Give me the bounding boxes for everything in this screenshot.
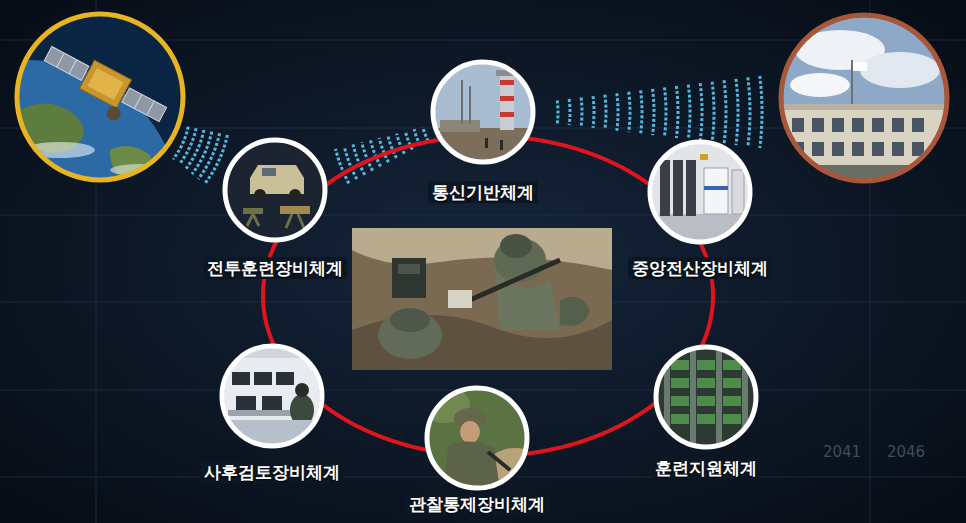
faint-year: 2046: [887, 443, 925, 461]
server-photo: [650, 142, 750, 242]
node-label: 전투훈련장비체계: [203, 257, 347, 279]
signal-wave: [676, 86, 678, 138]
signal-wave: [379, 138, 388, 162]
node-circle: [428, 57, 538, 167]
node-circle-outline: [222, 346, 322, 446]
node-circle-outline: [427, 388, 527, 488]
signal-wave: [173, 127, 188, 160]
system-node: 전투훈련장비체계: [202, 135, 348, 279]
signal-wave: [593, 96, 594, 128]
node-circle-outline: [433, 62, 533, 162]
signal-wave: [605, 95, 606, 130]
signal-wave: [580, 98, 584, 127]
signal-wave: [700, 83, 702, 141]
signal-wave: [423, 127, 428, 141]
node-label: 관찰통제장비체계: [405, 493, 549, 515]
signal-wave: [192, 132, 212, 174]
node-label: 사후검토장비체계: [200, 461, 344, 483]
center-photo: [352, 228, 612, 370]
signal-wave: [198, 133, 219, 179]
system-node: 훈련지원체계: [650, 342, 762, 479]
signal-wave: [748, 77, 750, 146]
node-circle: [645, 137, 755, 247]
node-circle: [651, 342, 761, 452]
satellite-photo: [0, 12, 185, 360]
node-circle: [422, 383, 532, 493]
ring-connector: [263, 240, 277, 346]
signal-wave: [568, 99, 572, 125]
building-photo: [780, 14, 950, 188]
node-circle: [220, 135, 330, 245]
satellite-frame: [17, 14, 183, 180]
ring-connector: [525, 403, 657, 454]
signal-wave: [344, 147, 356, 180]
equipment-photo: [225, 140, 325, 240]
system-node: 사후검토장비체계: [199, 341, 345, 483]
node-circle-outline: [656, 347, 756, 447]
signal-wave: [629, 92, 630, 132]
signal-wave: [688, 85, 690, 140]
signal-wave: [353, 144, 365, 174]
node-circle-outline: [650, 142, 750, 242]
signal-wave: [617, 93, 618, 131]
signal-wave: [641, 90, 642, 133]
building-frame: [781, 15, 947, 181]
system-node: 관찰통제장비체계: [404, 383, 550, 515]
node-label: 훈련지원체계: [651, 457, 761, 479]
system-node: 중앙전산장비체계: [627, 137, 773, 279]
signal-wave: [556, 100, 560, 123]
ring-connector: [321, 404, 428, 450]
signal-wave: [712, 82, 714, 143]
soldier-photo: [420, 387, 545, 492]
signal-wave: [664, 87, 666, 136]
node-label: 중앙전산장비체계: [628, 257, 772, 279]
ring-connector: [325, 139, 441, 185]
signal-waves: [173, 76, 762, 184]
signal-wave: [653, 89, 654, 135]
signal-wave: [760, 76, 762, 148]
warehouse-photo: [656, 347, 756, 447]
signal-wave: [724, 80, 726, 143]
system-node: 통신기반체계: [427, 57, 539, 203]
signal-wave: [186, 130, 204, 169]
tower-photo: [433, 62, 533, 162]
signal-wave: [362, 142, 373, 170]
signal-wave: [736, 79, 738, 145]
node-circle: [217, 341, 327, 451]
faint-year: 2041: [823, 443, 861, 461]
node-label: 통신기반체계: [428, 181, 538, 203]
signal-wave: [205, 135, 228, 184]
ring-connector: [526, 138, 651, 185]
node-circle-outline: [225, 140, 325, 240]
signal-wave: [370, 140, 380, 166]
signal-wave: [388, 136, 397, 158]
control-room-photo: [222, 346, 322, 446]
